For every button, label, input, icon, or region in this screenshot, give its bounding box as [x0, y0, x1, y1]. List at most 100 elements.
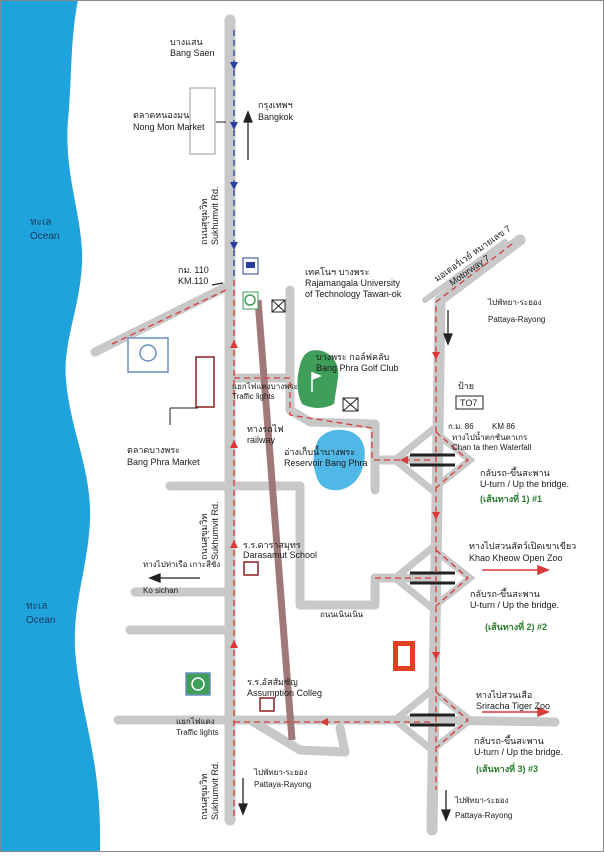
sukhumvit-mid-thai: ถนนสุขุมวิท — [199, 514, 210, 560]
darasamut-thai: ร.ร.ดาราสมุทร — [243, 540, 301, 551]
route — [109, 243, 513, 820]
road-bottom-diag — [245, 715, 350, 757]
sukhumvit-top-en: Sukhumvit Rd. — [210, 186, 220, 245]
uturn1-thai: กลับรถ-ขึ้นสะพาน — [480, 466, 550, 478]
route-arrow-7 — [432, 652, 440, 660]
interchange-3 — [389, 685, 476, 755]
sign-thai: ป้าย — [458, 381, 474, 391]
logo-fuel — [242, 257, 259, 275]
pattaya-tr-thai: ไปพัทยา-ระยอง — [487, 298, 542, 307]
bang-phra-market-thai: ตลาดบางพระ — [127, 445, 180, 455]
route-arrow-5 — [432, 352, 440, 360]
assumption-college-block — [259, 697, 275, 712]
route-arrow-1 — [230, 340, 238, 348]
uturn3-thai: กลับรถ-ขึ้นสะพาน — [474, 734, 544, 746]
railway-line — [254, 299, 296, 741]
sukhumvit-mid-en: Sukhumvit Rd. — [210, 501, 220, 560]
bangkok-thai: กรุงเทพฯ — [258, 100, 293, 111]
route-arrow-3 — [230, 540, 238, 548]
km86-thai2: ทางไปน้ำตกชันตาเกร — [452, 431, 528, 442]
route-loop-3 — [435, 691, 469, 749]
darasamut-en: Darasamut School — [243, 550, 317, 560]
pattaya-br-thai: ไปพัทยา-ระยอง — [454, 796, 509, 805]
ocean-label-top-thai: ทะเล — [30, 217, 52, 228]
arrow-km110-line — [211, 282, 224, 286]
arrow-tiger-head — [537, 706, 551, 718]
traffic-bottom-thai: แยกไฟแดง — [176, 717, 215, 726]
sukhumvit-top-thai: ถนนสุขุมวิท — [199, 199, 210, 245]
route-loop-2 — [435, 549, 469, 607]
uturn2-en: U-turn / Up the bridge. — [470, 600, 559, 610]
km110-en: KM.110 — [178, 276, 208, 286]
road-bottom-east-ext — [427, 715, 560, 727]
km86-km: KM 86 — [492, 422, 516, 431]
route-arrows — [230, 340, 440, 726]
khao-kheow-thai: ทางไปสวนสัตว์เปิดเขาเขียว — [469, 540, 576, 551]
logo-hotel — [127, 337, 169, 373]
route-arrow-2 — [230, 440, 238, 448]
pattaya-tr-en: Pattaya-Rayong — [488, 315, 545, 324]
arrow-pattaya-bl-head — [238, 803, 248, 816]
traffic-top-thai: แยกไฟแดงบางพระ — [232, 382, 298, 391]
nong-mon-thai: ตลาดหนองมน — [133, 110, 189, 120]
road-diagonal-left — [90, 280, 235, 357]
bangkok-en: Bangkok — [258, 112, 294, 122]
road-motorway-7b — [422, 239, 508, 303]
route-arrow-6 — [432, 512, 440, 520]
assumption-en: Assumption Colleg — [247, 688, 322, 698]
route-to-reservoir — [234, 377, 430, 461]
ocean-area — [0, 0, 101, 852]
road-university — [285, 285, 380, 461]
golf-thai: บางพระ กอล์ฟคลับ — [316, 351, 390, 362]
pattaya-bl-en: Pattaya-Rayong — [254, 780, 311, 789]
crossed-box-university — [271, 299, 286, 313]
railway-en: railway — [247, 435, 276, 445]
sukhumvit-bottom-en: Sukhumvit Rd. — [210, 761, 220, 820]
arrow-pattaya-tr-head — [443, 333, 453, 346]
logo-university — [242, 291, 259, 310]
km86-en: Chan ta then Waterfall — [452, 443, 532, 452]
route-diagonal — [109, 289, 227, 346]
uturn1-en: U-turn / Up the bridge. — [480, 479, 569, 489]
arrow-pattaya-br-head — [441, 809, 451, 822]
university-en1: Rajamangala University — [305, 278, 401, 288]
reservoir-thai: อ่างเก็บน้ำบางพระ — [284, 445, 355, 457]
interchange-2 — [389, 543, 476, 613]
route-arrow-9 — [400, 456, 408, 464]
bang-saen-thai: บางแสน — [170, 37, 203, 47]
bang-phra-market-en: Bang Phra Market — [127, 457, 200, 467]
uturn3-route: (เส้นทางที่ 3) #3 — [476, 762, 538, 774]
golf-club-area — [297, 350, 339, 408]
logo-red — [393, 641, 415, 671]
km86-thai: ก.ม. 86 — [448, 422, 474, 431]
route-arrow-8 — [320, 718, 328, 726]
golf-flag — [312, 372, 322, 380]
nong-mon-market-block — [189, 87, 216, 155]
ocean-label-bottom-thai: ทะเล — [26, 601, 48, 612]
uturn1-route: (เส้นทางที่ 1) #1 — [480, 492, 542, 504]
ko-sichang-thai: ทางไปท่าเรือ เกาะสีชัง — [143, 560, 220, 569]
railway-thai: ทางรถไฟ — [247, 424, 284, 434]
reservoir-lake — [313, 429, 365, 491]
road-mid-south — [295, 481, 380, 610]
bridges — [410, 453, 455, 727]
golf-en: Bang Phra Golf Club — [316, 363, 399, 373]
arrow-khao-kheow-head — [537, 564, 551, 576]
km110-thai: กม. 110 — [178, 265, 209, 275]
route-arrow-4 — [230, 640, 238, 648]
logo-green — [185, 672, 211, 696]
traffic-top-en: Traffic lights — [232, 392, 275, 401]
arrow-ko-sichang-head — [148, 573, 161, 583]
nonmuen-thai: ถนนเนินเนิน — [320, 610, 364, 619]
sign-box — [455, 395, 484, 410]
sukhumvit-bottom-thai: ถนนสุขุมวิท — [199, 774, 210, 820]
university-en2: of Technology Tawan-ok — [305, 289, 402, 299]
university-thai: เทคโนฯ บางพระ — [305, 267, 369, 277]
traffic-bottom-en: Traffic lights — [176, 728, 219, 737]
uturn2-thai: กลับรถ-ขึ้นสะพาน — [470, 587, 540, 599]
darasamut-school-block — [243, 561, 259, 576]
interchanges — [389, 425, 476, 755]
khao-kheow-en: Khao Kheow Open Zoo — [469, 553, 563, 563]
